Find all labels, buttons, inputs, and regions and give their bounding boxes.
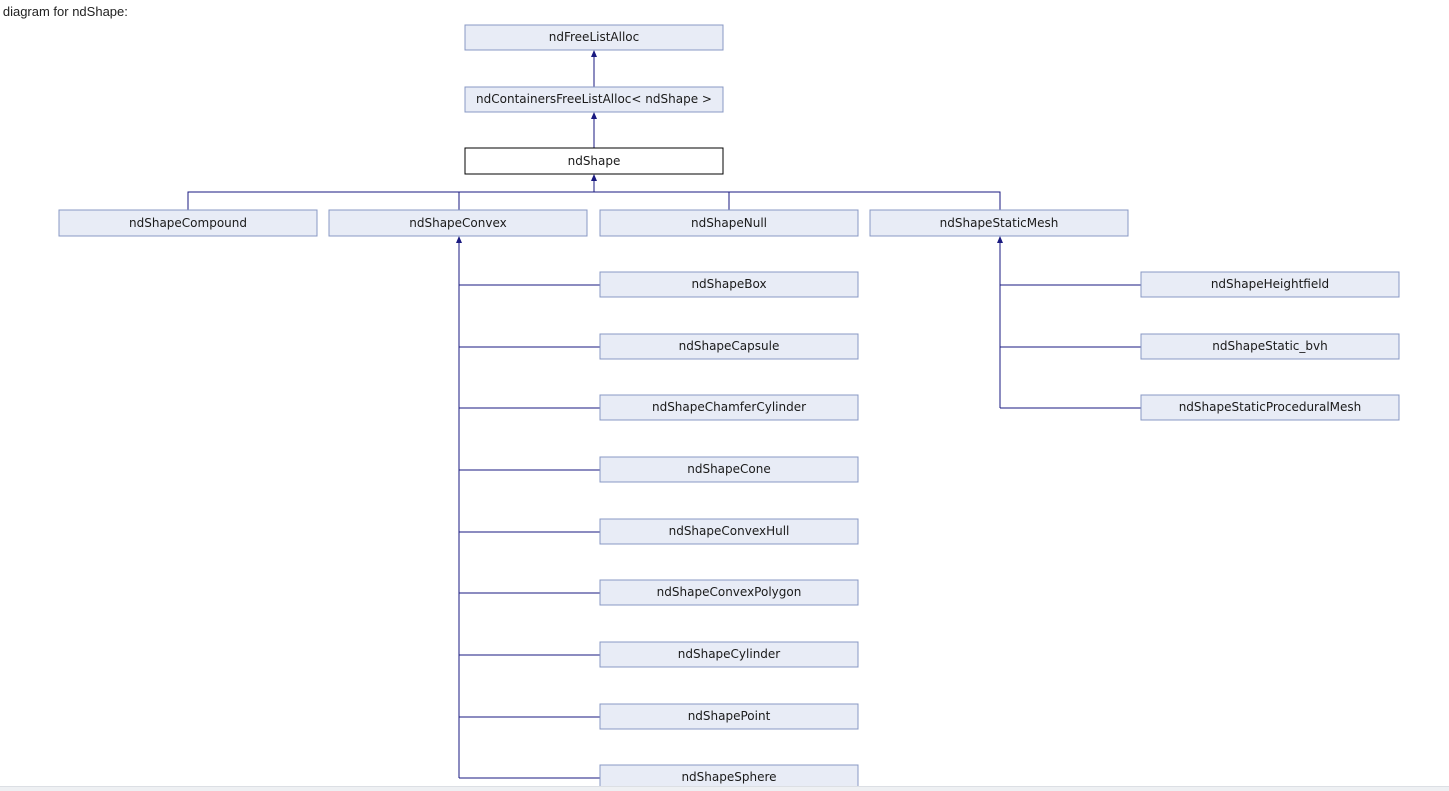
svg-text:ndShape: ndShape	[568, 154, 621, 168]
svg-text:ndShapeCylinder: ndShapeCylinder	[678, 647, 781, 661]
node-ndshapenull[interactable]: ndShapeNull	[599, 209, 859, 237]
edges	[187, 50, 1141, 779]
diagram-caption: e diagram for ndShape:	[0, 4, 128, 19]
node-ndshapecompound[interactable]: ndShapeCompound	[58, 209, 318, 237]
node-ndshapestaticproceduralmesh[interactable]: ndShapeStaticProceduralMesh	[1140, 394, 1400, 421]
arrow-containers	[591, 112, 597, 119]
arrow-shape	[591, 174, 597, 181]
svg-text:ndShapeHeightfield: ndShapeHeightfield	[1211, 277, 1329, 291]
svg-text:ndShapeCompound: ndShapeCompound	[129, 216, 247, 230]
svg-text:ndFreeListAlloc: ndFreeListAlloc	[549, 30, 639, 44]
node-ndshapecylinder[interactable]: ndShapeCylinder	[599, 641, 859, 668]
node-ndshapeconvexhull[interactable]: ndShapeConvexHull	[599, 518, 859, 545]
node-ndshapesphere[interactable]: ndShapeSphere	[599, 764, 859, 786]
arrow-staticmesh	[997, 236, 1003, 243]
arrow-freelist	[591, 50, 597, 57]
svg-text:ndShapeStaticProceduralMesh: ndShapeStaticProceduralMesh	[1179, 400, 1362, 414]
node-ndshapeconvexpolygon[interactable]: ndShapeConvexPolygon	[599, 579, 859, 606]
svg-text:ndShapeCapsule: ndShapeCapsule	[679, 339, 780, 353]
node-ndshapeconvex[interactable]: ndShapeConvex	[328, 209, 588, 237]
svg-text:ndShapeCone: ndShapeCone	[687, 462, 771, 476]
svg-text:ndShapePoint: ndShapePoint	[688, 709, 771, 723]
node-ndshapechamfercylinder[interactable]: ndShapeChamferCylinder	[599, 394, 859, 421]
node-ndcontainersfreelistalloc[interactable]: ndContainersFreeListAlloc< ndShape >	[464, 86, 724, 113]
svg-text:ndShapeConvexPolygon: ndShapeConvexPolygon	[657, 585, 802, 599]
bottom-scrollbar[interactable]	[0, 786, 1449, 791]
node-ndshapestaticmesh[interactable]: ndShapeStaticMesh	[869, 209, 1129, 237]
node-ndshapecapsule[interactable]: ndShapeCapsule	[599, 333, 859, 360]
node-ndshapepoint[interactable]: ndShapePoint	[599, 703, 859, 730]
edge-children-shape	[187, 191, 1001, 210]
node-ndshapecone[interactable]: ndShapeCone	[599, 456, 859, 483]
node-ndshape: ndShape	[464, 147, 724, 175]
svg-text:ndShapeConvexHull: ndShapeConvexHull	[669, 524, 790, 538]
svg-text:ndShapeBox: ndShapeBox	[691, 277, 766, 291]
svg-text:ndShapeSphere: ndShapeSphere	[681, 770, 776, 784]
svg-text:ndContainersFreeListAlloc< ndS: ndContainersFreeListAlloc< ndShape >	[476, 92, 712, 106]
arrow-convex	[456, 236, 462, 243]
node-ndfreelistalloc[interactable]: ndFreeListAlloc	[464, 24, 724, 51]
svg-text:ndShapeChamferCylinder: ndShapeChamferCylinder	[652, 400, 806, 414]
svg-text:ndShapeNull: ndShapeNull	[691, 216, 767, 230]
svg-text:ndShapeStatic_bvh: ndShapeStatic_bvh	[1212, 339, 1327, 353]
node-ndshapeheightfield[interactable]: ndShapeHeightfield	[1140, 271, 1400, 298]
node-ndshapebox[interactable]: ndShapeBox	[599, 271, 859, 298]
node-ndshapestatic-bvh[interactable]: ndShapeStatic_bvh	[1140, 333, 1400, 360]
svg-text:ndShapeConvex: ndShapeConvex	[409, 216, 507, 230]
svg-text:ndShapeStaticMesh: ndShapeStaticMesh	[940, 216, 1059, 230]
